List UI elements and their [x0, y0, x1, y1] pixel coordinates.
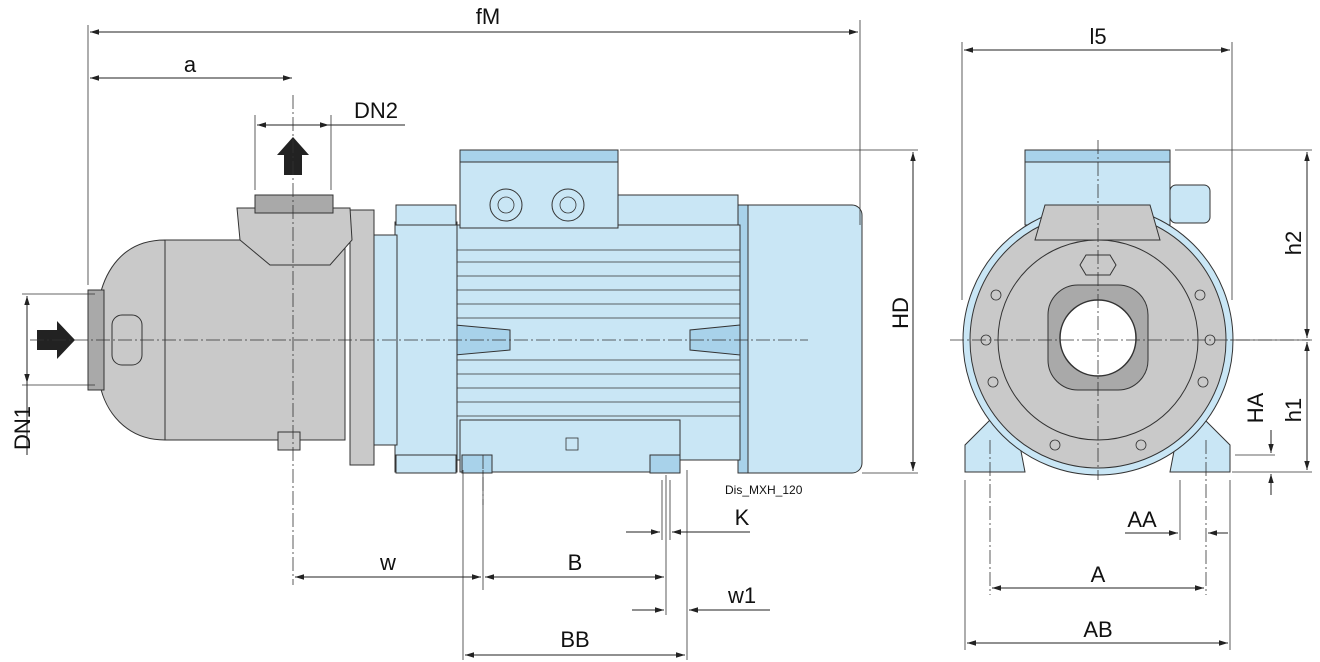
terminal-box-lid [459, 149, 619, 163]
motor-fan-cover [737, 204, 863, 474]
motor-foot-left [461, 454, 493, 474]
label-AB: AB [1083, 617, 1112, 642]
label-DN2: DN2 [354, 98, 398, 123]
label-w1: w1 [727, 583, 756, 608]
cable-gland-1 [489, 188, 523, 222]
cooling-fins [455, 249, 740, 417]
outlet-port [254, 194, 334, 214]
pump-flange [349, 209, 375, 466]
label-A: A [1091, 562, 1106, 587]
label-h2: h2 [1281, 231, 1306, 255]
drain-plug [277, 431, 301, 451]
label-h1: h1 [1281, 398, 1306, 422]
label-BB: BB [560, 627, 589, 652]
cable-gland-1-inner [497, 196, 515, 214]
label-AA: AA [1127, 507, 1157, 532]
end-outlet-head [1034, 204, 1161, 241]
label-HD: HD [888, 297, 913, 329]
motor-top-rib [617, 194, 739, 226]
end-cable-gland [1169, 184, 1211, 224]
motor-foot-base [459, 419, 681, 473]
motor-foot-right [649, 454, 681, 474]
cable-gland-2-inner [559, 196, 577, 214]
flange-top-lug [395, 204, 457, 226]
flange-bottom-lug [395, 454, 457, 474]
end-extension-lines [961, 42, 1312, 650]
end-view: l5 h2 h1 HA AA A AB [950, 24, 1312, 650]
label-B: B [568, 550, 583, 575]
label-HA: HA [1243, 392, 1268, 423]
side-view: fM a DN2 DN1 HD w B K w1 BB Dis_MXH_120 [10, 4, 918, 660]
label-DN1: DN1 [10, 406, 35, 450]
end-terminal-lid [1024, 149, 1171, 163]
label-a: a [184, 52, 197, 77]
cable-gland-2 [551, 188, 585, 222]
outlet-head [236, 207, 353, 266]
extension-lines [22, 20, 918, 660]
end-vent-plug [1079, 254, 1117, 276]
label-w: w [379, 550, 396, 575]
foot-bolt [565, 437, 579, 451]
motor-front-flange [394, 221, 458, 473]
label-fM: fM [476, 4, 500, 29]
label-K: K [735, 505, 750, 530]
label-drawing-id: Dis_MXH_120 [725, 483, 803, 497]
label-l5: l5 [1089, 24, 1106, 49]
